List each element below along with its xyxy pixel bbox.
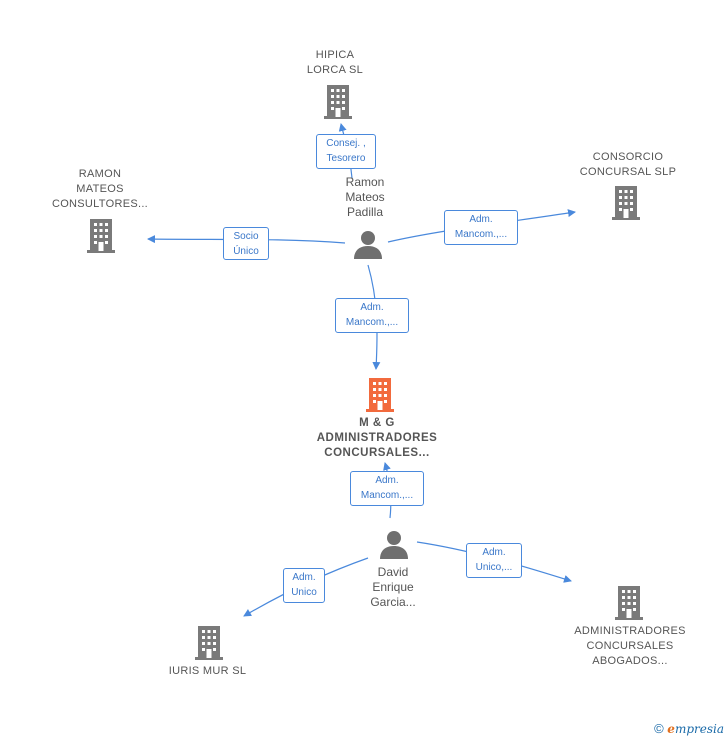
edge-label-line: Adm. bbox=[292, 572, 316, 583]
edge-label-line: Unico,... bbox=[475, 562, 513, 573]
node-label: CONSORCIO bbox=[592, 151, 664, 163]
node-label: ABOGADOS... bbox=[592, 655, 668, 667]
empresia-logo: empresia bbox=[667, 722, 724, 736]
node-ramon-mateos-consultores[interactable]: RAMON MATEOS CONSULTORES... bbox=[40, 167, 160, 212]
edge-label-adm-unico-iuris[interactable]: Adm. Unico bbox=[283, 568, 325, 603]
edge-label-adm-unico-abogados[interactable]: Adm. Unico,... bbox=[466, 543, 522, 578]
node-iuris-mur[interactable]: IURIS MUR SL bbox=[150, 664, 265, 679]
node-administradores-concursales-abogados[interactable]: ADMINISTRADORES CONCURSALES ABOGADOS... bbox=[560, 624, 700, 669]
logo-text: mpresia bbox=[674, 722, 724, 736]
building-icon bbox=[324, 85, 352, 119]
node-label: LORCA SL bbox=[306, 64, 364, 76]
node-mg-administradores-concursales[interactable]: M & G ADMINISTRADORES CONCURSALES... bbox=[300, 416, 454, 461]
node-label: ADMINISTRADORES bbox=[316, 432, 438, 444]
node-label: M & G bbox=[359, 417, 395, 429]
edge-label-line: Unico bbox=[291, 587, 317, 598]
node-label: IURIS MUR SL bbox=[168, 665, 247, 677]
edge-label-adm-mancom-ramon[interactable]: Adm. Mancom.,... bbox=[335, 298, 409, 333]
node-person-ramon-mateos-padilla[interactable]: Ramon Mateos Padilla bbox=[320, 175, 410, 220]
building-icon bbox=[195, 626, 223, 660]
building-icon bbox=[612, 186, 640, 220]
edge-label-line: Mancom.,... bbox=[345, 317, 399, 328]
edge-label-line: Adm. bbox=[375, 475, 399, 486]
edge-label-consej-tesorero[interactable]: Consej. , Tesorero bbox=[316, 134, 376, 169]
copyright-icon: © bbox=[654, 721, 664, 736]
node-label: Enrique bbox=[372, 580, 414, 594]
node-label: RAMON bbox=[78, 168, 122, 180]
building-icon bbox=[366, 378, 394, 412]
edge-label-line: Adm. bbox=[469, 214, 493, 225]
edge-label-line: Mancom.,... bbox=[454, 229, 508, 240]
edge-label-line: Consej. , bbox=[326, 138, 366, 149]
node-consorcio-concursal[interactable]: CONSORCIO CONCURSAL SLP bbox=[568, 150, 688, 180]
edge-label-adm-mancom-david[interactable]: Adm. Mancom.,... bbox=[350, 471, 424, 506]
node-label: Mateos bbox=[345, 190, 385, 204]
node-label: HIPICA bbox=[315, 49, 355, 61]
edge-label-line: Socio bbox=[233, 231, 259, 242]
person-icon bbox=[380, 531, 408, 559]
edge-label-line: Único bbox=[233, 246, 259, 257]
node-label: CONCURSALES... bbox=[324, 447, 430, 459]
node-hipica-lorca[interactable]: HIPICA LORCA SL bbox=[285, 48, 385, 78]
footer-brand[interactable]: © empresia bbox=[654, 721, 724, 736]
building-icon bbox=[615, 586, 643, 620]
node-label: CONSULTORES... bbox=[51, 198, 149, 210]
node-label: CONCURSAL SLP bbox=[579, 166, 677, 178]
edge-label-socio-unico[interactable]: Socio Único bbox=[223, 227, 269, 260]
edge-label-line: Tesorero bbox=[326, 153, 366, 164]
node-label: Ramon bbox=[345, 175, 385, 189]
node-label: ADMINISTRADORES bbox=[574, 625, 686, 637]
node-person-david-enrique-garcia[interactable]: David Enrique Garcia... bbox=[348, 565, 438, 610]
node-label: Garcia... bbox=[370, 595, 416, 609]
logo-letter: e bbox=[667, 722, 675, 736]
edge-label-line: Adm. bbox=[360, 302, 384, 313]
node-label: David bbox=[377, 565, 409, 579]
edge-label-adm-mancom-consorcio[interactable]: Adm. Mancom.,... bbox=[444, 210, 518, 245]
node-label: MATEOS bbox=[76, 183, 124, 195]
edge-label-line: Mancom.,... bbox=[360, 490, 414, 501]
edge-label-line: Adm. bbox=[482, 547, 506, 558]
node-label: Padilla bbox=[346, 205, 384, 219]
person-icon bbox=[354, 231, 382, 259]
node-label: CONCURSALES bbox=[586, 640, 674, 652]
building-icon bbox=[87, 219, 115, 253]
